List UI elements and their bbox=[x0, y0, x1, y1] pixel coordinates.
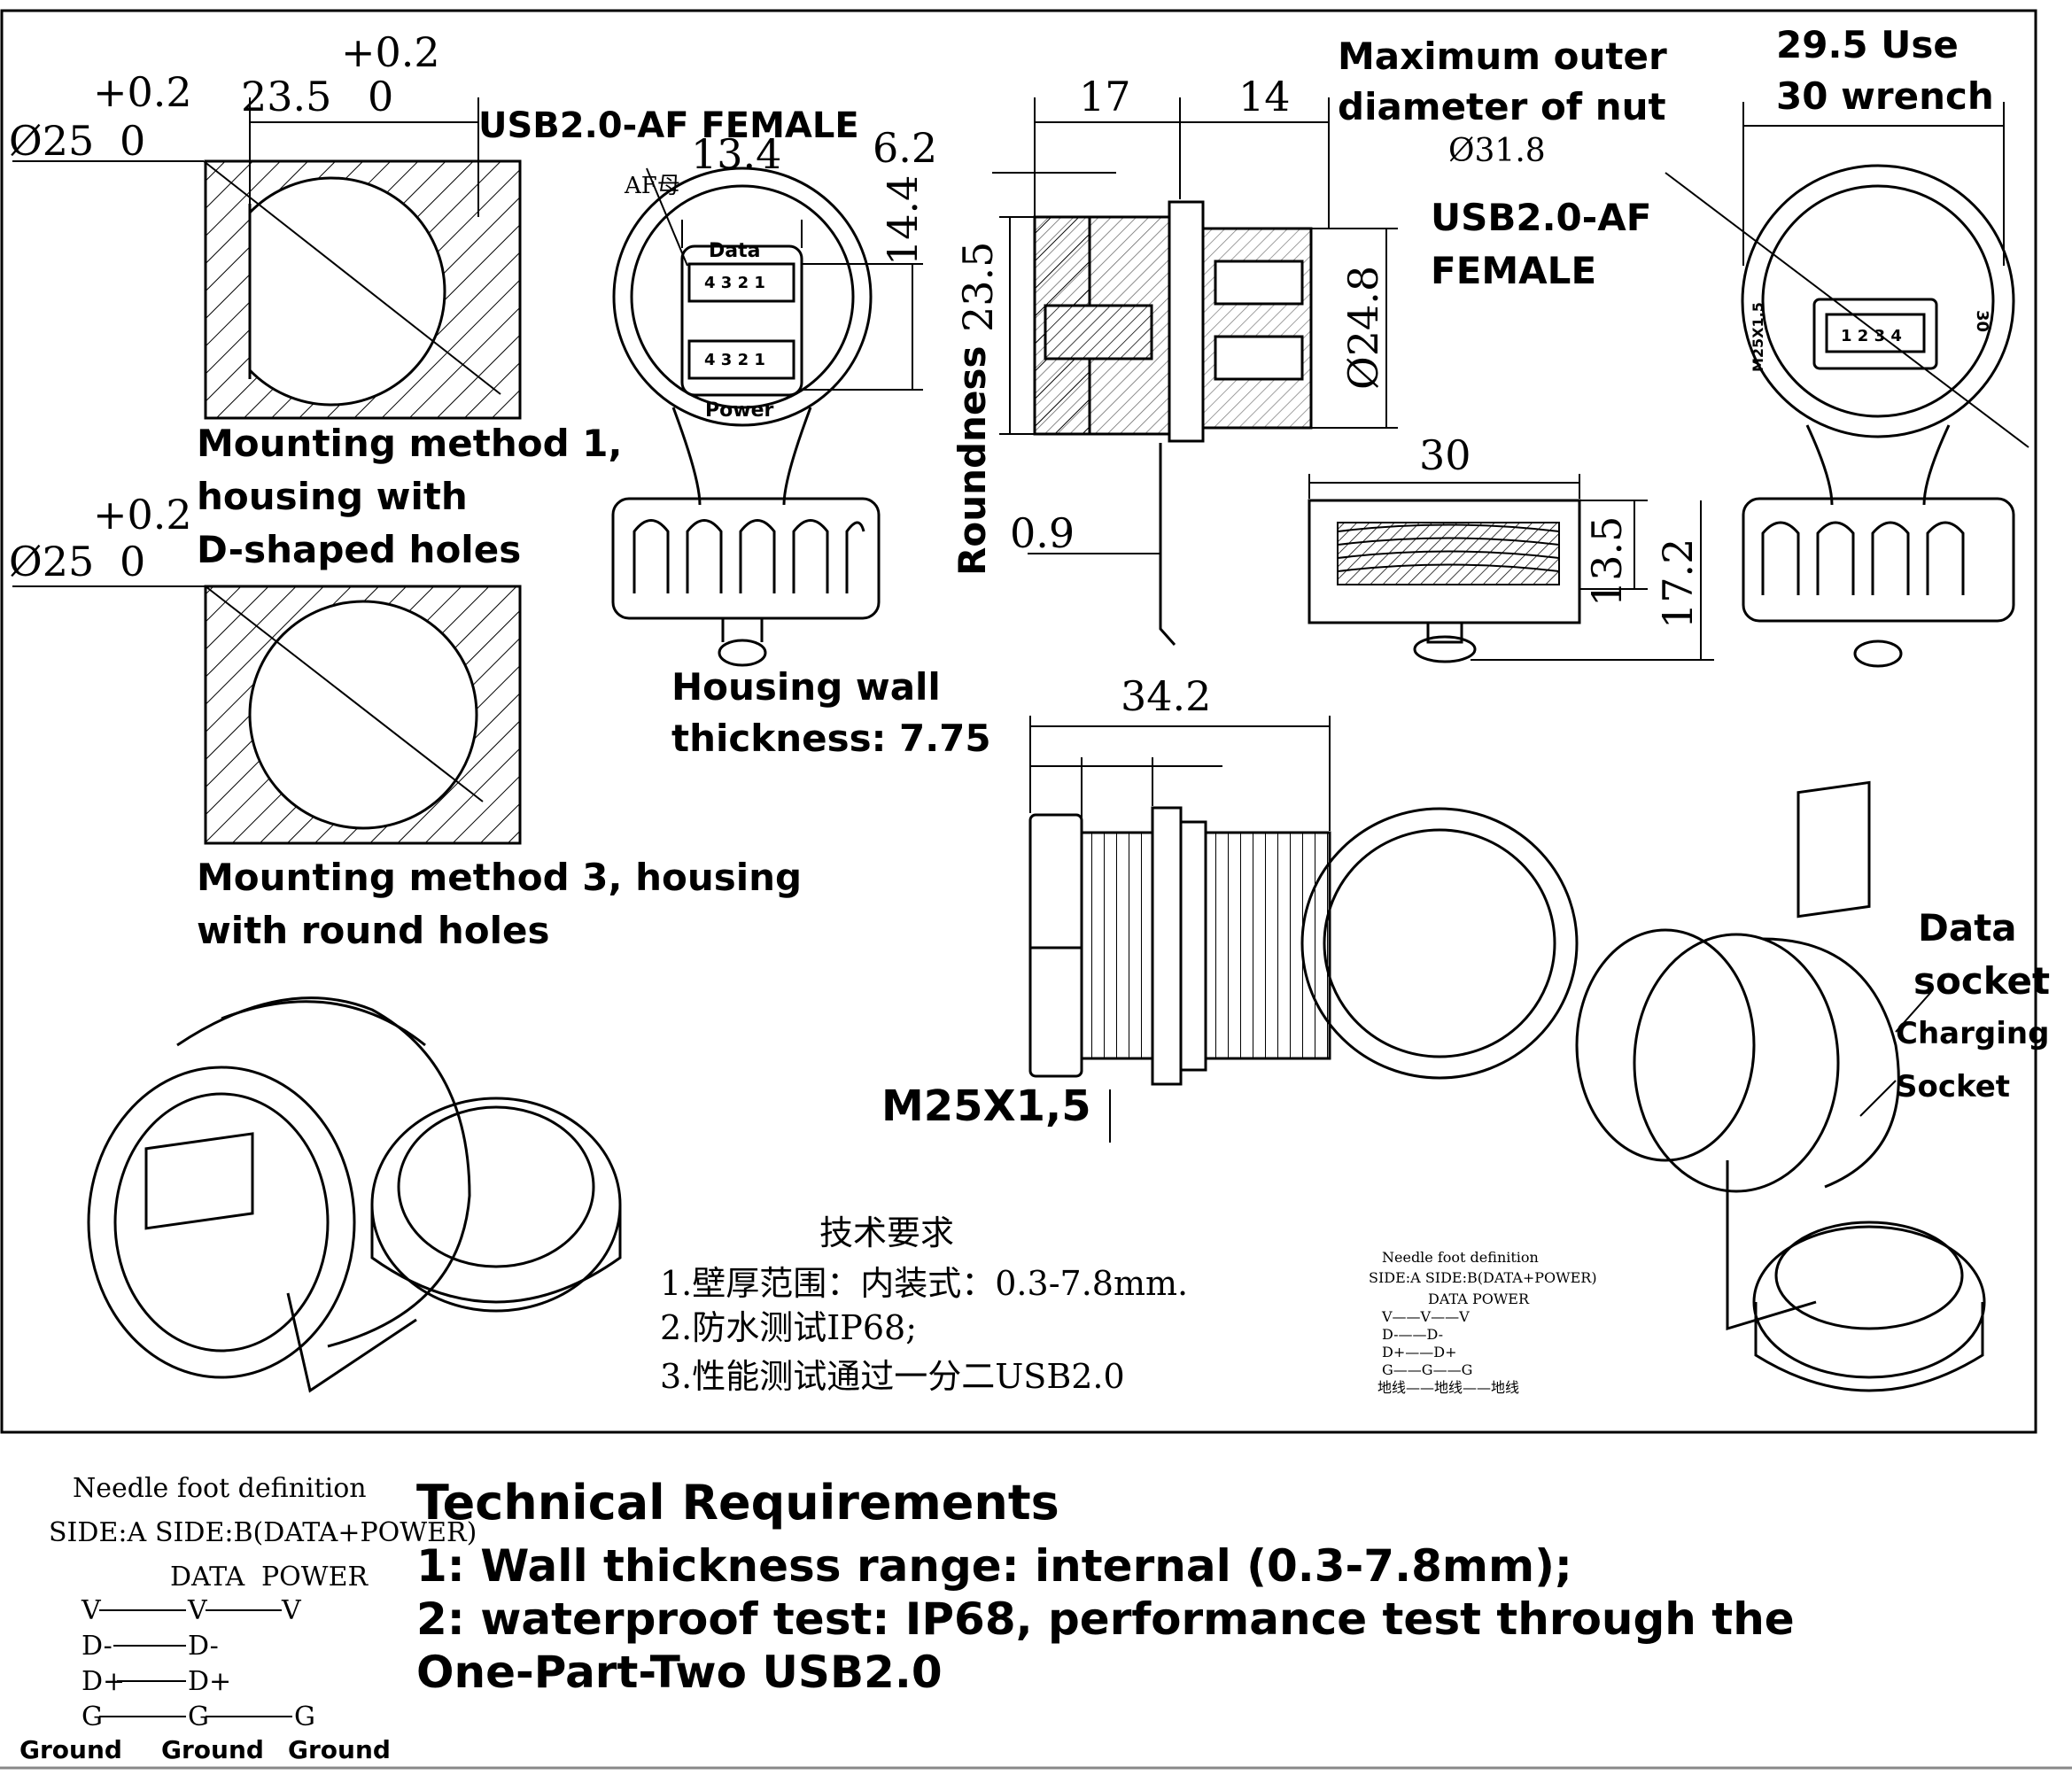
cap-section-view bbox=[1308, 474, 1714, 663]
port-pins-3: 1 2 3 4 bbox=[1841, 327, 1902, 345]
dim-tol-left-2: +0.2 bbox=[93, 491, 192, 539]
dim-14-4: 14.4 bbox=[879, 175, 927, 266]
svg-text:V: V bbox=[187, 1595, 208, 1626]
dim-tol-top: +0.2 bbox=[341, 28, 440, 76]
svg-text:DATA POWER: DATA POWER bbox=[1428, 1291, 1530, 1307]
dim-zero-c: 0 bbox=[120, 538, 145, 585]
svg-text:D-: D- bbox=[188, 1631, 219, 1662]
side-30-label: 30 bbox=[1973, 310, 1991, 332]
mount1-label-2: housing with bbox=[197, 475, 468, 518]
svg-text:D-——D-: D-——D- bbox=[1382, 1326, 1443, 1343]
dim-6-2: 6.2 bbox=[873, 124, 937, 172]
svg-text:D+——D+: D+——D+ bbox=[1382, 1344, 1456, 1360]
svg-text:G: G bbox=[294, 1701, 315, 1732]
charging-label-1: Charging bbox=[1896, 1016, 2049, 1051]
svg-text:地线——地线——地线: 地线——地线——地线 bbox=[1377, 1379, 1519, 1396]
svg-text:SIDE:B(DATA+POWER): SIDE:B(DATA+POWER) bbox=[155, 1517, 477, 1548]
wall-thickness-label-1: Housing wall bbox=[671, 665, 941, 709]
cn-req-line-3: 3.性能测试通过一分二USB2.0 bbox=[660, 1357, 1125, 1396]
mount1-label-3: D-shaped holes bbox=[197, 528, 521, 571]
svg-text:Ground: Ground bbox=[19, 1735, 122, 1764]
tech-req-title: Technical Requirements bbox=[416, 1475, 1059, 1531]
right-front-view bbox=[1665, 102, 2029, 668]
dim-17: 17 bbox=[1079, 73, 1131, 120]
max-outer-label-2: diameter of nut bbox=[1338, 85, 1666, 128]
data-socket-label-1: Data bbox=[1918, 906, 2017, 950]
svg-text:V——V——V: V——V——V bbox=[1381, 1308, 1470, 1325]
dim-14: 14 bbox=[1238, 73, 1291, 120]
dim-0-9: 0.9 bbox=[1010, 509, 1075, 557]
side-elevation-view bbox=[1028, 716, 1331, 1143]
tech-req-line-3: One-Part-Two USB2.0 bbox=[416, 1647, 943, 1698]
charging-label-2: Socket bbox=[1896, 1069, 2010, 1105]
max-outer-label-1: Maximum outer bbox=[1338, 35, 1667, 78]
roundness-label: Roundness bbox=[951, 346, 994, 576]
isometric-connector-left bbox=[87, 996, 622, 1393]
mounting-method-1-view bbox=[12, 97, 522, 420]
mount1-label-1: Mounting method 1, bbox=[197, 422, 622, 465]
usb-af-label-2b: FEMALE bbox=[1431, 249, 1596, 292]
mount3-label-2: with round holes bbox=[197, 909, 550, 952]
cn-req-line-1: 1.壁厚范围：内装式：0.3-7.8mm. bbox=[660, 1264, 1188, 1303]
dim-d31-8: Ø31.8 bbox=[1448, 133, 1546, 169]
svg-text:Ground: Ground bbox=[288, 1735, 391, 1764]
port-data-label: Data bbox=[709, 240, 760, 262]
svg-text:Needle foot definition: Needle foot definition bbox=[73, 1473, 367, 1504]
drawing-frame bbox=[0, 9, 2037, 1434]
dim-23-5-vertical: 23.5 bbox=[954, 242, 1002, 332]
small-needle-definition: Needle foot definition SIDE:A SIDE:B(DAT… bbox=[1369, 1249, 1597, 1396]
dim-17-2: 17.2 bbox=[1654, 539, 1702, 629]
svg-text:D+: D+ bbox=[188, 1666, 231, 1697]
dim-30: 30 bbox=[1419, 431, 1471, 479]
svg-text:D-: D- bbox=[81, 1631, 113, 1662]
dim-d25-b: Ø25 bbox=[9, 538, 94, 585]
dim-13-5: 13.5 bbox=[1583, 516, 1631, 607]
dim-zero-b: 0 bbox=[120, 117, 145, 165]
tech-req-line-1: 1: Wall thickness range: internal (0.3-7… bbox=[416, 1540, 1572, 1592]
side-m25-label: M25X1.5 bbox=[1750, 302, 1766, 372]
af-cn-label: AF母 bbox=[624, 173, 680, 199]
mount3-label-1: Mounting method 3, housing bbox=[197, 856, 802, 899]
needle-foot-definition: Needle foot definition SIDE:A SIDE:B(DAT… bbox=[19, 1473, 477, 1764]
svg-text:DATA: DATA bbox=[170, 1562, 244, 1593]
cn-req-line-2: 2.防水测试IP68; bbox=[660, 1308, 917, 1347]
wall-thickness-label-2: thickness: 7.75 bbox=[671, 717, 991, 760]
svg-text:G: G bbox=[81, 1701, 103, 1732]
usb-af-label-2a: USB2.0-AF bbox=[1431, 196, 1651, 239]
svg-text:V: V bbox=[81, 1595, 102, 1626]
loose-ring-view bbox=[1300, 807, 1579, 1080]
svg-text:Ground: Ground bbox=[161, 1735, 264, 1764]
dim-34-2: 34.2 bbox=[1121, 672, 1211, 720]
svg-text:Needle foot definition: Needle foot definition bbox=[1382, 1249, 1539, 1266]
svg-text:SIDE:A: SIDE:A bbox=[49, 1517, 146, 1548]
port-pins-1: 4 3 2 1 bbox=[704, 274, 765, 292]
dim-d25-a: Ø25 bbox=[9, 117, 94, 165]
wrench-label-1: 29.5 Use bbox=[1776, 23, 1959, 66]
front-view-connector bbox=[611, 167, 923, 667]
data-socket-label-2: socket bbox=[1913, 959, 2050, 1003]
mounting-method-3-view bbox=[12, 585, 522, 845]
dim-tol-left-1: +0.2 bbox=[93, 68, 192, 116]
tech-req-line-2: 2: waterproof test: IP68, performance te… bbox=[416, 1593, 1795, 1645]
svg-text:V: V bbox=[281, 1595, 302, 1626]
svg-text:G: G bbox=[188, 1701, 209, 1732]
dim-d24-8: Ø24.8 bbox=[1339, 266, 1387, 390]
svg-text:POWER: POWER bbox=[261, 1562, 369, 1593]
dim-13-4: 13.4 bbox=[691, 130, 781, 178]
isometric-connector-right bbox=[1575, 780, 1986, 1392]
wrench-label-2: 30 wrench bbox=[1776, 74, 1994, 118]
cn-req-title: 技术要求 bbox=[819, 1213, 954, 1252]
thread-label: M25X1,5 bbox=[881, 1081, 1091, 1131]
dim-23-5: 23.5 bbox=[241, 73, 331, 120]
usb-af-female-label-1: USB2.0-AF FEMALE bbox=[478, 105, 859, 146]
svg-text:G——G——G: G——G——G bbox=[1382, 1361, 1472, 1378]
svg-text:SIDE:A SIDE:B(DATA+POWER): SIDE:A SIDE:B(DATA+POWER) bbox=[1369, 1269, 1597, 1286]
dim-zero-a: 0 bbox=[368, 73, 393, 120]
side-section-view bbox=[992, 97, 1398, 646]
port-power-label: Power bbox=[705, 399, 773, 422]
port-pins-2: 4 3 2 1 bbox=[704, 351, 765, 369]
